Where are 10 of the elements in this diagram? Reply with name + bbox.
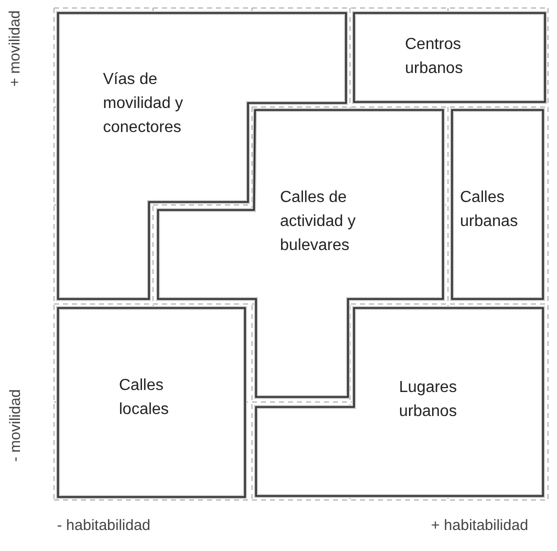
- zone-label: Calles locales: [119, 376, 170, 420]
- zone-label: Centros urbanos: [405, 35, 464, 79]
- axis-label: + habitabilidad: [431, 517, 528, 534]
- axis-label: - habitabilidad: [57, 517, 150, 534]
- axis-label: + movilidad: [6, 10, 24, 86]
- zone-label: Vías de movilidad y conectores: [103, 70, 184, 138]
- zone-label: Calles de actividad y bulevares: [280, 188, 357, 256]
- zone-label: Lugares urbanos: [399, 378, 458, 422]
- zone-label: Calles urbanas: [460, 188, 519, 232]
- axis-label: - movilidad: [6, 388, 24, 462]
